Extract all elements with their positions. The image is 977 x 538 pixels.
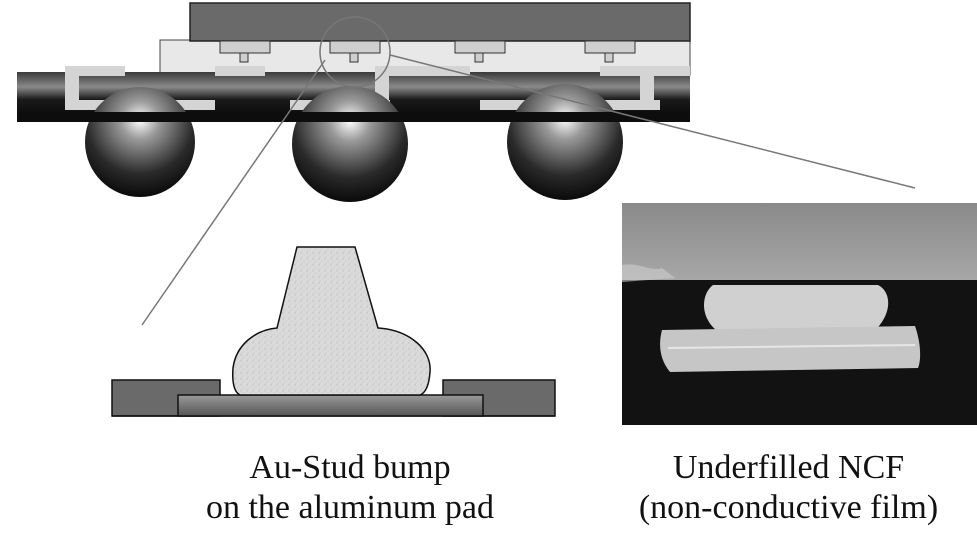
micrograph-bump <box>703 285 889 333</box>
ncf-micrograph <box>622 203 977 425</box>
solder-ball-icon <box>507 84 623 200</box>
caption-stud-bump-line2: on the aluminum pad <box>205 489 494 526</box>
chip <box>189 2 691 42</box>
solder-balls <box>17 84 690 202</box>
solder-ball-icon <box>85 87 195 197</box>
package-cross-section <box>17 2 691 202</box>
micrograph-pad <box>660 326 921 372</box>
caption-ncf-line1: Underfilled NCF <box>672 449 905 486</box>
aluminum-pad <box>177 394 484 417</box>
caption-stud-bump: Au-Stud bump on the aluminum pad <box>130 448 570 528</box>
stud-bump-diagram <box>111 246 556 417</box>
caption-ncf: Underfilled NCF (non-conductive film) <box>600 448 977 528</box>
micrograph-top-region <box>622 203 977 283</box>
zoom-circle <box>319 16 391 88</box>
stud-bump-icon <box>232 246 431 396</box>
caption-ncf-line2: (non-conductive film) <box>638 489 939 526</box>
caption-stud-bump-line1: Au-Stud bump <box>249 449 451 486</box>
chip-bumps <box>219 40 636 63</box>
solder-ball-icon <box>292 86 408 202</box>
zoom-lines <box>141 54 916 326</box>
